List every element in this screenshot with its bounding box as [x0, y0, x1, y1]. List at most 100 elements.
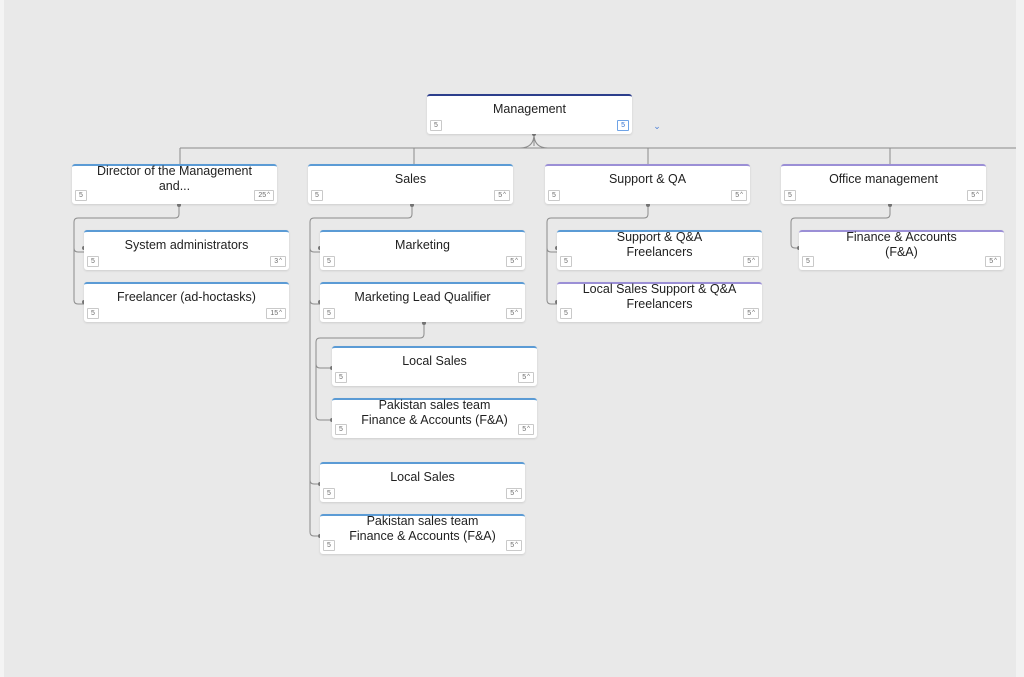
- org-node-sysadmin[interactable]: System administrators 5 3^: [84, 230, 289, 270]
- node-count-badge: 5: [430, 120, 442, 131]
- chevron-up-icon: ^: [740, 192, 743, 198]
- node-title: Management: [493, 101, 566, 116]
- chevron-up-icon: ^: [515, 490, 518, 496]
- node-count-badge: 5: [335, 424, 347, 435]
- connector-dot: [888, 203, 892, 207]
- link-management-stem: [519, 133, 549, 149]
- children-count: 5: [510, 258, 515, 265]
- node-count-badge: 5: [802, 256, 814, 267]
- connector-dot: [410, 203, 414, 207]
- node-count-badge: 5: [323, 488, 335, 499]
- node-children-toggle[interactable]: 5^: [743, 256, 759, 267]
- children-count: 5: [510, 490, 515, 497]
- node-title: Sales: [394, 171, 427, 186]
- link-sales-children: [309, 204, 413, 537]
- children-count: 3: [274, 258, 279, 265]
- node-count-badge: 5: [335, 372, 347, 383]
- node-children-toggle[interactable]: 5: [617, 120, 629, 131]
- children-count: 5: [510, 542, 515, 549]
- node-children-toggle[interactable]: 15^: [266, 308, 286, 319]
- node-children-toggle[interactable]: 5^: [506, 308, 522, 319]
- node-children-toggle[interactable]: 5^: [731, 190, 747, 201]
- node-title: Marketing Lead Qualifier: [354, 289, 491, 304]
- node-count-badge: 5: [548, 190, 560, 201]
- link-director-children: [73, 204, 180, 305]
- link-office-children: [790, 204, 891, 249]
- node-children-toggle[interactable]: 5^: [506, 488, 522, 499]
- children-count: 5: [621, 122, 625, 129]
- chevron-up-icon: ^: [527, 374, 530, 380]
- node-children-toggle[interactable]: 5^: [506, 540, 522, 551]
- node-title: Finance & Accounts (F&A): [846, 230, 957, 259]
- node-count-badge: 5: [784, 190, 796, 201]
- connector-dot: [177, 203, 181, 207]
- node-children-toggle[interactable]: 5^: [506, 256, 522, 267]
- org-node-freelancer[interactable]: Freelancer (ad-hoctasks) 5 15^: [84, 282, 289, 322]
- link-mlq-children: [315, 322, 425, 421]
- node-count-badge: 5: [323, 540, 335, 551]
- org-node-management[interactable]: Management 5 5: [427, 94, 632, 134]
- node-count-badge: 5: [560, 308, 572, 319]
- node-title: Director of the Management and...: [97, 164, 252, 193]
- node-children-toggle[interactable]: 3^: [270, 256, 286, 267]
- node-title: Freelancer (ad-hoctasks): [117, 289, 256, 304]
- node-children-toggle[interactable]: 5^: [967, 190, 983, 201]
- link-support-children: [546, 204, 649, 305]
- node-title: Support & Q&A Freelancers: [616, 230, 703, 259]
- children-count: 25: [258, 192, 267, 199]
- node-children-toggle[interactable]: 5^: [518, 424, 534, 435]
- canvas-left-edge: [0, 0, 4, 677]
- chevron-up-icon: ^: [752, 310, 755, 316]
- node-title: System administrators: [124, 237, 249, 252]
- node-count-badge: 5: [87, 308, 99, 319]
- chevron-up-icon: ^: [752, 258, 755, 264]
- node-children-toggle[interactable]: 5^: [743, 308, 759, 319]
- children-count: 5: [522, 374, 527, 381]
- node-children-toggle[interactable]: 5^: [985, 256, 1001, 267]
- link-management-departments: [179, 134, 1016, 164]
- chevron-up-icon: ^: [503, 192, 506, 198]
- connector-dot: [422, 321, 426, 325]
- chevron-up-icon: ^: [515, 258, 518, 264]
- node-title: Local Sales Support & Q&A Freelancers: [582, 282, 737, 311]
- children-count: 5: [510, 310, 515, 317]
- chevron-up-icon: ^: [994, 258, 997, 264]
- node-count-badge: 5: [323, 308, 335, 319]
- node-title: Marketing: [395, 237, 450, 252]
- node-count-badge: 5: [75, 190, 87, 201]
- chevron-up-icon: ^: [279, 310, 282, 316]
- chevron-up-icon: ^: [279, 258, 282, 264]
- node-count-badge: 5: [323, 256, 335, 267]
- node-title: Pakistan sales team Finance & Accounts (…: [361, 398, 508, 427]
- node-children-toggle[interactable]: 5^: [518, 372, 534, 383]
- org-node-pakistan-2[interactable]: Pakistan sales team Finance & Accounts (…: [320, 514, 525, 554]
- chevron-down-icon[interactable]: ⌄: [653, 121, 661, 131]
- org-node-office[interactable]: Office management 5 5^: [781, 164, 986, 204]
- node-title: Office management: [829, 171, 938, 186]
- org-node-pakistan-1[interactable]: Pakistan sales team Finance & Accounts (…: [332, 398, 537, 438]
- node-children-toggle[interactable]: 5^: [494, 190, 510, 201]
- canvas-scrollbar[interactable]: [1016, 0, 1024, 677]
- children-count: 5: [989, 258, 994, 265]
- node-children-toggle[interactable]: 25^: [254, 190, 274, 201]
- chevron-up-icon: ^: [527, 426, 530, 432]
- children-count: 5: [747, 258, 752, 265]
- children-count: 15: [270, 310, 279, 317]
- chevron-up-icon: ^: [515, 542, 518, 548]
- children-count: 5: [522, 426, 527, 433]
- org-node-director[interactable]: Director of the Management and... 5 25^: [72, 164, 277, 204]
- node-count-badge: 5: [560, 256, 572, 267]
- connector-dot: [646, 203, 650, 207]
- children-count: 5: [747, 310, 752, 317]
- node-count-badge: 5: [87, 256, 99, 267]
